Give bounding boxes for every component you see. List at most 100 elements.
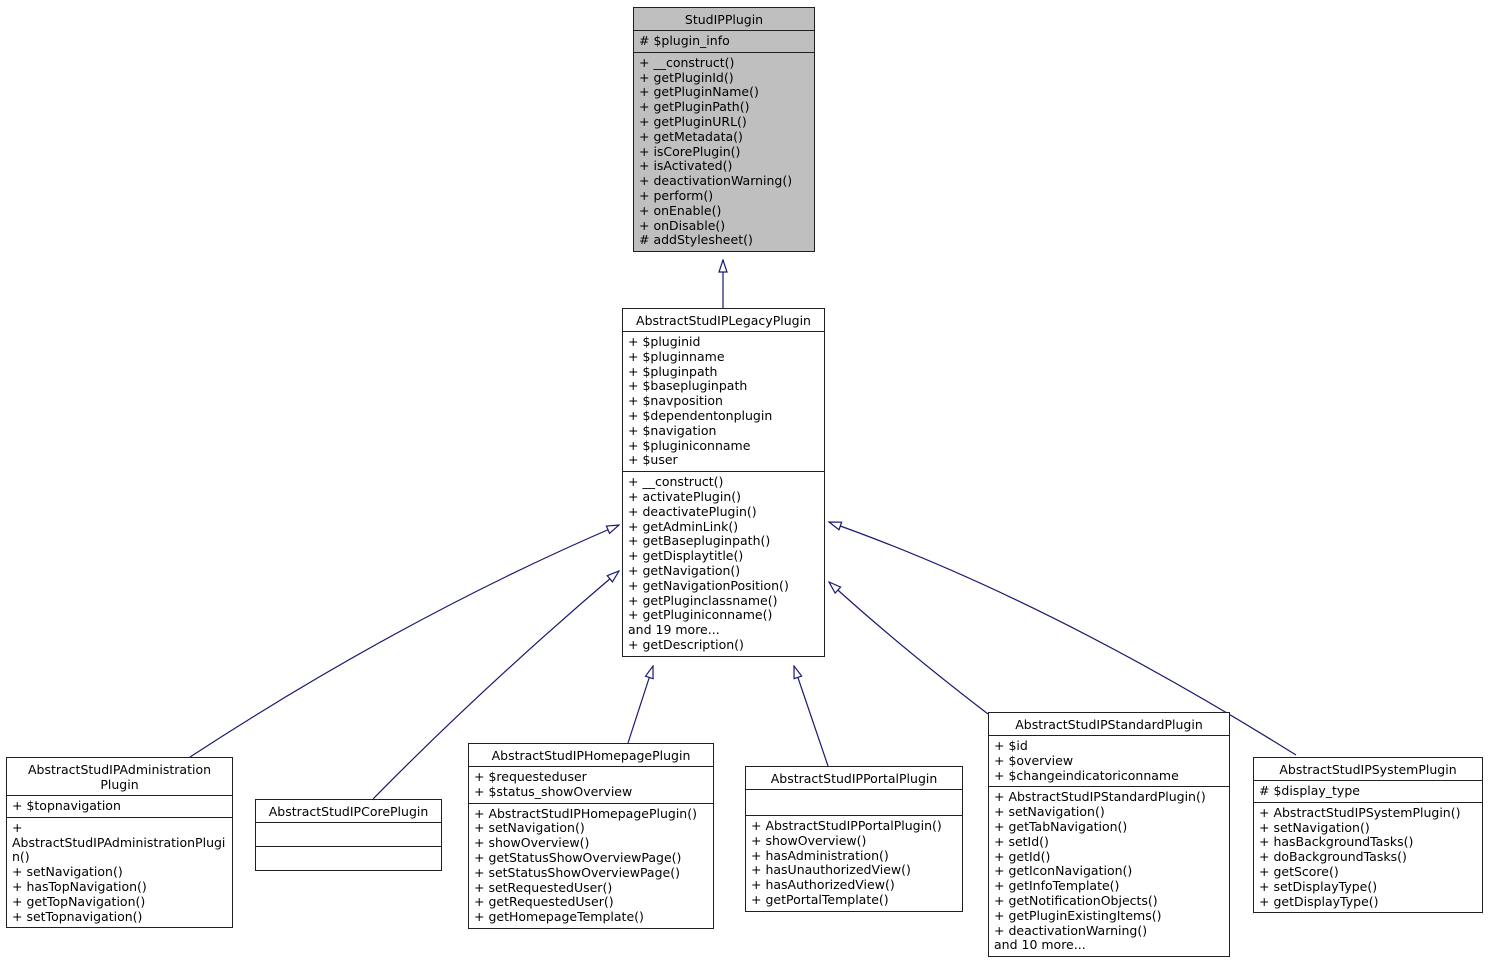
member-line: + getPluginclassname()	[628, 592, 778, 608]
class-methods: + AbstractStudIPHomepagePlugin()+ setNav…	[469, 802, 713, 928]
class-box-abstractstudipcoreplugin[interactable]: AbstractStudIPCorePlugin	[255, 799, 442, 871]
member-line: + getNavigation()	[628, 562, 741, 578]
member-line: + $overview	[994, 752, 1074, 768]
class-fields: + $topnavigation	[7, 795, 232, 817]
class-box-studipplugin: StudIPPlugin # $plugin_info + __construc…	[633, 7, 815, 253]
member-line: + setId()	[994, 833, 1049, 849]
member-line: and 19 more...	[628, 622, 720, 638]
edge-homepage-to-legacy	[627, 666, 653, 744]
member-line: + setTopnavigation()	[12, 908, 143, 924]
member-line: + $changeindicatoriconname	[994, 767, 1179, 783]
member-line: + getNotificationObjects()	[994, 892, 1158, 908]
member-line: + getDisplayType()	[1259, 893, 1379, 909]
member-line: + showOverview()	[474, 835, 590, 851]
member-line: + AbstractStudIPSystemPlugin()	[1259, 804, 1461, 820]
member-line: + getScore()	[1259, 863, 1339, 879]
member-line: + $navposition	[628, 393, 723, 409]
member-line: + getHomepageTemplate()	[474, 909, 644, 925]
member-line: + doBackgroundTasks()	[1259, 849, 1407, 865]
member-line: + deactivatePlugin()	[628, 503, 757, 519]
member-line: + $basepluginpath	[628, 378, 748, 394]
member-line: + getIconNavigation()	[994, 863, 1133, 879]
member-line: + getPluginExistingItems()	[994, 907, 1162, 923]
class-box-abstractstudipadministrationplugin[interactable]: AbstractStudIPAdministration Plugin + $t…	[6, 757, 233, 929]
edge-core-to-legacy	[372, 571, 619, 800]
class-title: AbstractStudIPSystemPlugin	[1279, 762, 1457, 777]
class-title: AbstractStudIPAdministration Plugin	[27, 762, 212, 792]
class-fields: + $id+ $overview+ $changeindicatoriconna…	[989, 735, 1229, 786]
class-methods	[256, 846, 441, 870]
class-methods: + __construct()+ getPluginId() + getPlugi…	[634, 51, 814, 251]
member-line: + $user	[628, 452, 678, 468]
member-line: + perform()	[639, 187, 714, 203]
member-line: + $navigation	[628, 422, 717, 438]
member-line: + getDescription()	[628, 636, 744, 652]
class-methods: + __construct()+ activatePlugin()+ deact…	[623, 471, 824, 656]
member-line: + $pluginname	[628, 348, 725, 364]
edge-standard-to-legacy	[829, 582, 989, 715]
edge-administration-to-legacy	[189, 525, 619, 758]
member-line: + __construct()	[639, 54, 735, 70]
member-line: + getPluginPath()	[639, 99, 750, 115]
member-line: + isActivated()	[639, 158, 733, 174]
member-line: + getDisplaytitle()	[628, 548, 744, 564]
member-line: + AbstractStudIPStandardPlugin()	[994, 789, 1206, 805]
member-line: + getInfoTemplate()	[994, 878, 1120, 894]
member-line: + $topnavigation	[12, 798, 121, 813]
member-line: + getStatusShowOverviewPage()	[474, 849, 682, 865]
member-line: + showOverview()	[751, 832, 867, 848]
class-methods: + AbstractStudIPSystemPlugin()+ setNavig…	[1254, 801, 1482, 913]
class-box-abstractstudiphomepageplugin[interactable]: AbstractStudIPHomepagePlugin + $requeste…	[468, 743, 714, 929]
class-fields	[746, 789, 962, 815]
member-line: + setNavigation()	[12, 864, 123, 880]
member-line: + getPluginId()	[639, 69, 734, 85]
member-line: # $display_type	[1259, 783, 1360, 798]
class-title: AbstractStudIPPortalPlugin	[770, 771, 938, 786]
member-line: + hasUnauthorizedView()	[751, 862, 911, 878]
class-title: StudIPPlugin	[684, 12, 764, 27]
member-line: + setRequestedUser()	[474, 879, 613, 895]
class-methods: + AbstractStudIPAdministrationPlugin()+ …	[7, 816, 232, 928]
member-line: + $dependentonplugin	[628, 407, 773, 423]
member-line: + hasAuthorizedView()	[751, 877, 895, 893]
class-box-abstractstudipportalplugin[interactable]: AbstractStudIPPortalPlugin + AbstractStu…	[745, 766, 963, 912]
member-line: # $plugin_info	[639, 33, 730, 48]
member-line: + deactivationWarning()	[994, 922, 1148, 938]
class-box-abstractstudiplegacyplugin[interactable]: AbstractStudIPLegacyPlugin + $pluginid+ …	[622, 308, 825, 657]
member-line: + hasBackgroundTasks()	[1259, 834, 1414, 850]
member-line: + getPluginiconname()	[628, 607, 773, 623]
member-line: + setDisplayType()	[1259, 878, 1378, 894]
member-line: + activatePlugin()	[628, 488, 742, 504]
member-line: + getId()	[994, 848, 1051, 864]
class-fields: # $display_type	[1254, 780, 1482, 802]
class-methods: + AbstractStudIPStandardPlugin()+ setNav…	[989, 786, 1229, 956]
class-box-abstractstudipsystemplugin[interactable]: AbstractStudIPSystemPlugin # $display_ty…	[1253, 757, 1483, 914]
class-box-abstractstudipstandardplugin[interactable]: AbstractStudIPStandardPlugin + $id+ $ove…	[988, 712, 1230, 958]
member-line: + onDisable()	[639, 217, 726, 233]
class-fields	[256, 822, 441, 846]
member-line: + hasTopNavigation()	[12, 878, 147, 894]
member-line: + setNavigation()	[1259, 819, 1370, 835]
member-line: + setStatusShowOverviewPage()	[474, 864, 680, 880]
member-line: + getBasepluginpath()	[628, 533, 771, 549]
member-line: and 10 more...	[994, 937, 1086, 953]
member-line: + isCorePlugin()	[639, 143, 741, 159]
class-title: AbstractStudIPLegacyPlugin	[636, 313, 811, 328]
class-title: AbstractStudIPHomepagePlugin	[491, 748, 691, 763]
member-line: + getRequestedUser()	[474, 894, 614, 910]
member-line: + onEnable()	[639, 202, 722, 218]
member-line: + AbstractStudIPHomepagePlugin()	[474, 805, 697, 821]
member-line: + AbstractStudIPAdministrationPlugin()	[12, 819, 226, 865]
member-line: + setNavigation()	[474, 820, 585, 836]
member-line: + deactivationWarning()	[639, 173, 793, 189]
class-fields: + $requesteduser+ $status_showOverview	[469, 766, 713, 803]
member-line: + getPluginURL()	[639, 113, 747, 129]
member-line: + $requesteduser	[474, 769, 587, 784]
member-line: + getTopNavigation()	[12, 893, 146, 909]
class-fields: # $plugin_info	[634, 30, 814, 52]
member-line: # addStylesheet()	[639, 232, 753, 248]
class-title: AbstractStudIPCorePlugin	[268, 804, 429, 819]
member-line: + getTabNavigation()	[994, 818, 1128, 834]
member-line: + $pluginid	[628, 334, 701, 349]
